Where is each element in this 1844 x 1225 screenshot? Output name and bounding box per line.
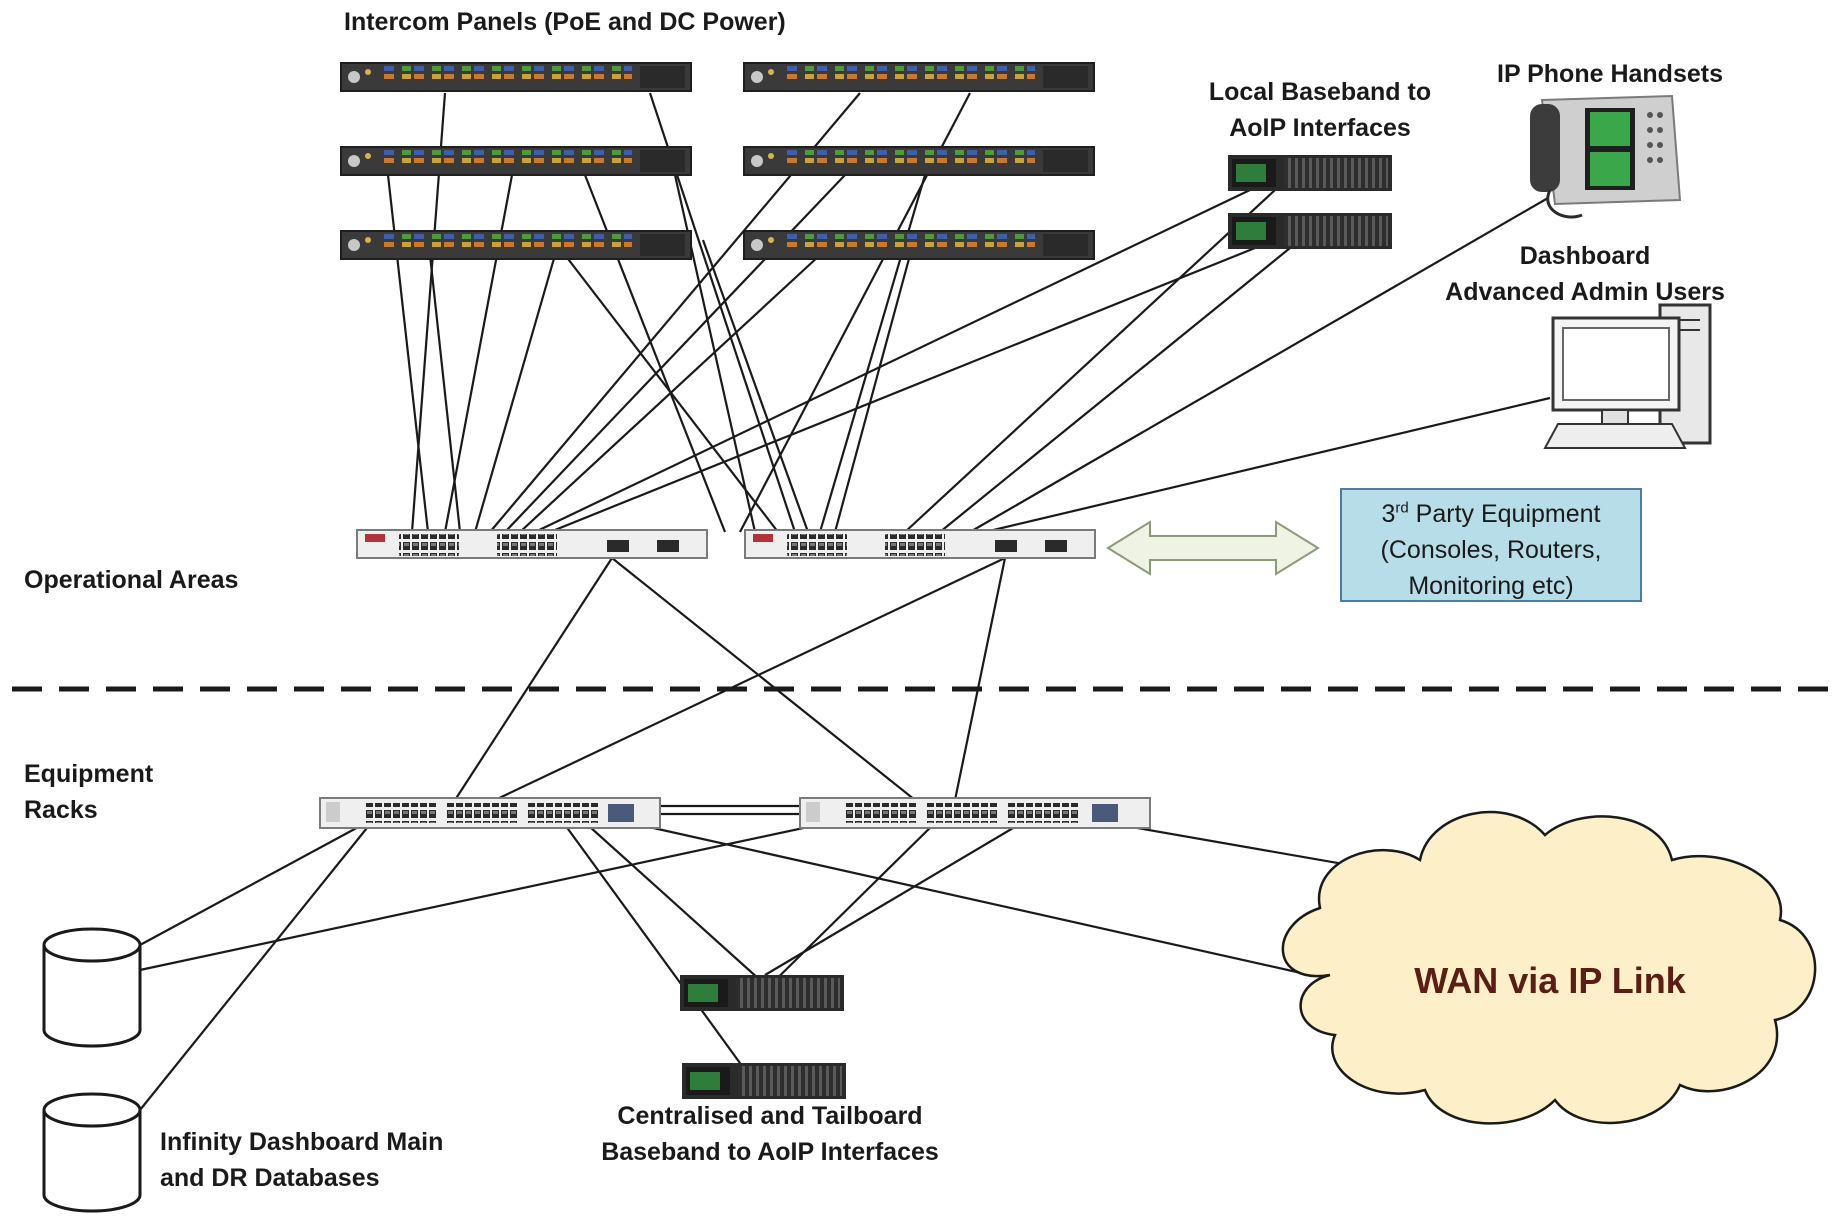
intercom-panels [340,62,1095,260]
baseband-interface-unit [1228,155,1392,191]
ip-phone-icon [1530,94,1682,219]
local-baseband-interfaces [1228,155,1392,249]
third-party-line1: 3rd Party Equipment [1342,496,1640,532]
network-switch [744,529,1096,559]
third-party-title: Party Equipment [1408,500,1601,528]
equipment-racks-label-line1: Equipment [24,760,154,788]
operational-areas-label: Operational Areas [24,566,239,594]
network-switch [356,529,708,559]
databases-label-line2: and DR Databases [160,1164,380,1192]
centralised-baseband-label-line2: Baseband to AoIP Interfaces [601,1138,939,1166]
baseband-interface-unit [1228,213,1392,249]
wan-cloud-icon [1281,811,1817,1125]
third-party-equipment-box: 3rd Party Equipment (Consoles, Routers, … [1340,488,1642,602]
local-baseband-label-line2: AoIP Interfaces [1229,114,1411,142]
databases-label-line1: Infinity Dashboard Main [160,1128,444,1156]
third-party-superscript: rd [1395,499,1409,517]
intercom-panel [340,230,692,260]
core-switches [319,797,1151,829]
dashboard-label-line2: Advanced Admin Users [1445,278,1725,306]
double-arrow-icon [1106,520,1320,576]
dashboard-label-line1: Dashboard [1519,242,1651,270]
intercom-panel [340,62,692,92]
ip-phone-label: IP Phone Handsets [1497,60,1723,88]
centralised-baseband-label: Centralised and Tailboard Baseband to Ao… [570,1098,970,1170]
baseband-interface-unit [680,975,844,1011]
third-party-number: 3 [1381,500,1396,528]
core-switch [319,797,661,829]
computer-icon [1543,303,1712,449]
databases-label: Infinity Dashboard Main and DR Databases [160,1124,443,1196]
wan-label: WAN via IP Link [1414,960,1686,1001]
intercom-panel [743,230,1095,260]
local-baseband-label: Local Baseband to AoIP Interfaces [1170,74,1470,146]
dashboard-label: Dashboard Advanced Admin Users [1420,238,1750,310]
operational-switches [356,529,1096,559]
third-party-line2: (Consoles, Routers, [1380,536,1602,564]
equipment-racks-label: Equipment Racks [24,756,153,828]
core-switch [799,797,1151,829]
baseband-interface-unit [682,1063,846,1099]
intercom-panel [743,146,1095,176]
equipment-racks-label-line2: Racks [24,796,98,824]
database-icon [42,1092,142,1213]
intercom-panels-label: Intercom Panels (PoE and DC Power) [344,8,786,36]
central-baseband-interfaces [680,975,846,1099]
centralised-baseband-label-line1: Centralised and Tailboard [617,1102,923,1130]
intercom-panel [340,146,692,176]
database-icon [42,927,142,1048]
third-party-line3: Monitoring etc) [1408,572,1574,600]
intercom-panel [743,62,1095,92]
local-baseband-label-line1: Local Baseband to [1208,78,1432,106]
